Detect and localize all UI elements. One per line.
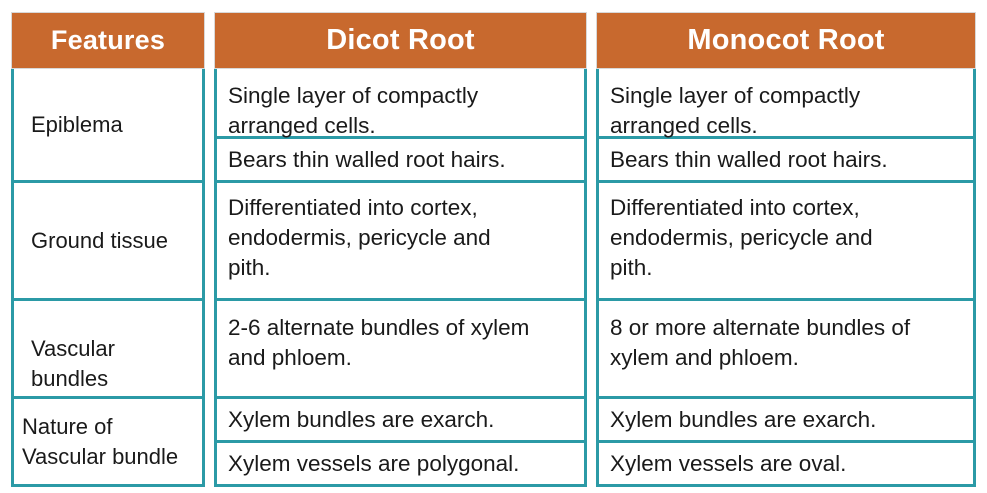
cell-text: Single layer of compactly arranged cells… (228, 83, 479, 138)
monocot-column: Monocot Root Single layer of compactly a… (596, 12, 976, 487)
features-header: Features (11, 12, 205, 69)
feature-nature-of-vascular-bundle: Nature of Vascular bundle (14, 396, 202, 484)
cell-text: 2-6 alternate bundles of xylem and phloe… (228, 315, 530, 370)
monocot-body: Single layer of compactly arranged cells… (596, 69, 976, 487)
monocot-cell-epiblema-1: Single layer of compactly arranged cells… (599, 69, 973, 138)
dicot-cell-epiblema-1: Single layer of compactly arranged cells… (217, 69, 584, 138)
dicot-body: Single layer of compactly arranged cells… (214, 69, 587, 487)
cell-text: Differentiated into cortex, endodermis, … (610, 195, 873, 280)
monocot-cell-nature-2: Xylem vessels are oval. (599, 440, 973, 484)
cell-text: Xylem bundles are exarch. (610, 406, 877, 432)
dicot-cell-vascular-bundles: 2-6 alternate bundles of xylem and phloe… (217, 298, 584, 396)
dicot-header-label: Dicot Root (326, 24, 475, 56)
cell-text: Xylem vessels are oval. (610, 450, 847, 476)
cell-text: Xylem bundles are exarch. (228, 406, 495, 432)
cell-text: Single layer of compactly arranged cells… (610, 83, 861, 138)
monocot-cell-epiblema-2: Bears thin walled root hairs. (599, 136, 973, 180)
feature-label: Epiblema (31, 111, 123, 137)
feature-label: Nature of Vascular bundle (22, 413, 179, 469)
cell-text: Bears thin walled root hairs. (610, 146, 888, 172)
features-body: Epiblema Ground tissue Vascular bundles … (11, 69, 205, 487)
monocot-cell-nature-1: Xylem bundles are exarch. (599, 396, 973, 440)
feature-ground-tissue: Ground tissue (14, 180, 202, 298)
feature-epiblema: Epiblema (14, 69, 202, 180)
cell-text: Bears thin walled root hairs. (228, 146, 506, 172)
dicot-cell-nature-1: Xylem bundles are exarch. (217, 396, 584, 440)
feature-vascular-bundles: Vascular bundles (14, 298, 202, 396)
monocot-header-label: Monocot Root (687, 24, 885, 56)
monocot-header: Monocot Root (596, 12, 976, 69)
features-column: Features Epiblema Ground tissue Vascular… (11, 12, 205, 487)
monocot-cell-vascular-bundles: 8 or more alternate bundles of xylem and… (599, 298, 973, 396)
dicot-cell-epiblema-2: Bears thin walled root hairs. (217, 136, 584, 180)
features-header-label: Features (50, 25, 166, 55)
dicot-cell-ground-tissue: Differentiated into cortex, endodermis, … (217, 180, 584, 298)
cell-text: Xylem vessels are polygonal. (228, 450, 520, 476)
cell-text: 8 or more alternate bundles of xylem and… (610, 315, 911, 370)
monocot-cell-ground-tissue: Differentiated into cortex, endodermis, … (599, 180, 973, 298)
dicot-header: Dicot Root (214, 12, 587, 69)
dicot-cell-nature-2: Xylem vessels are polygonal. (217, 440, 584, 484)
feature-label: Vascular bundles (31, 336, 115, 391)
feature-label: Ground tissue (31, 227, 168, 253)
cell-text: Differentiated into cortex, endodermis, … (228, 195, 491, 280)
dicot-column: Dicot Root Single layer of compactly arr… (214, 12, 587, 487)
